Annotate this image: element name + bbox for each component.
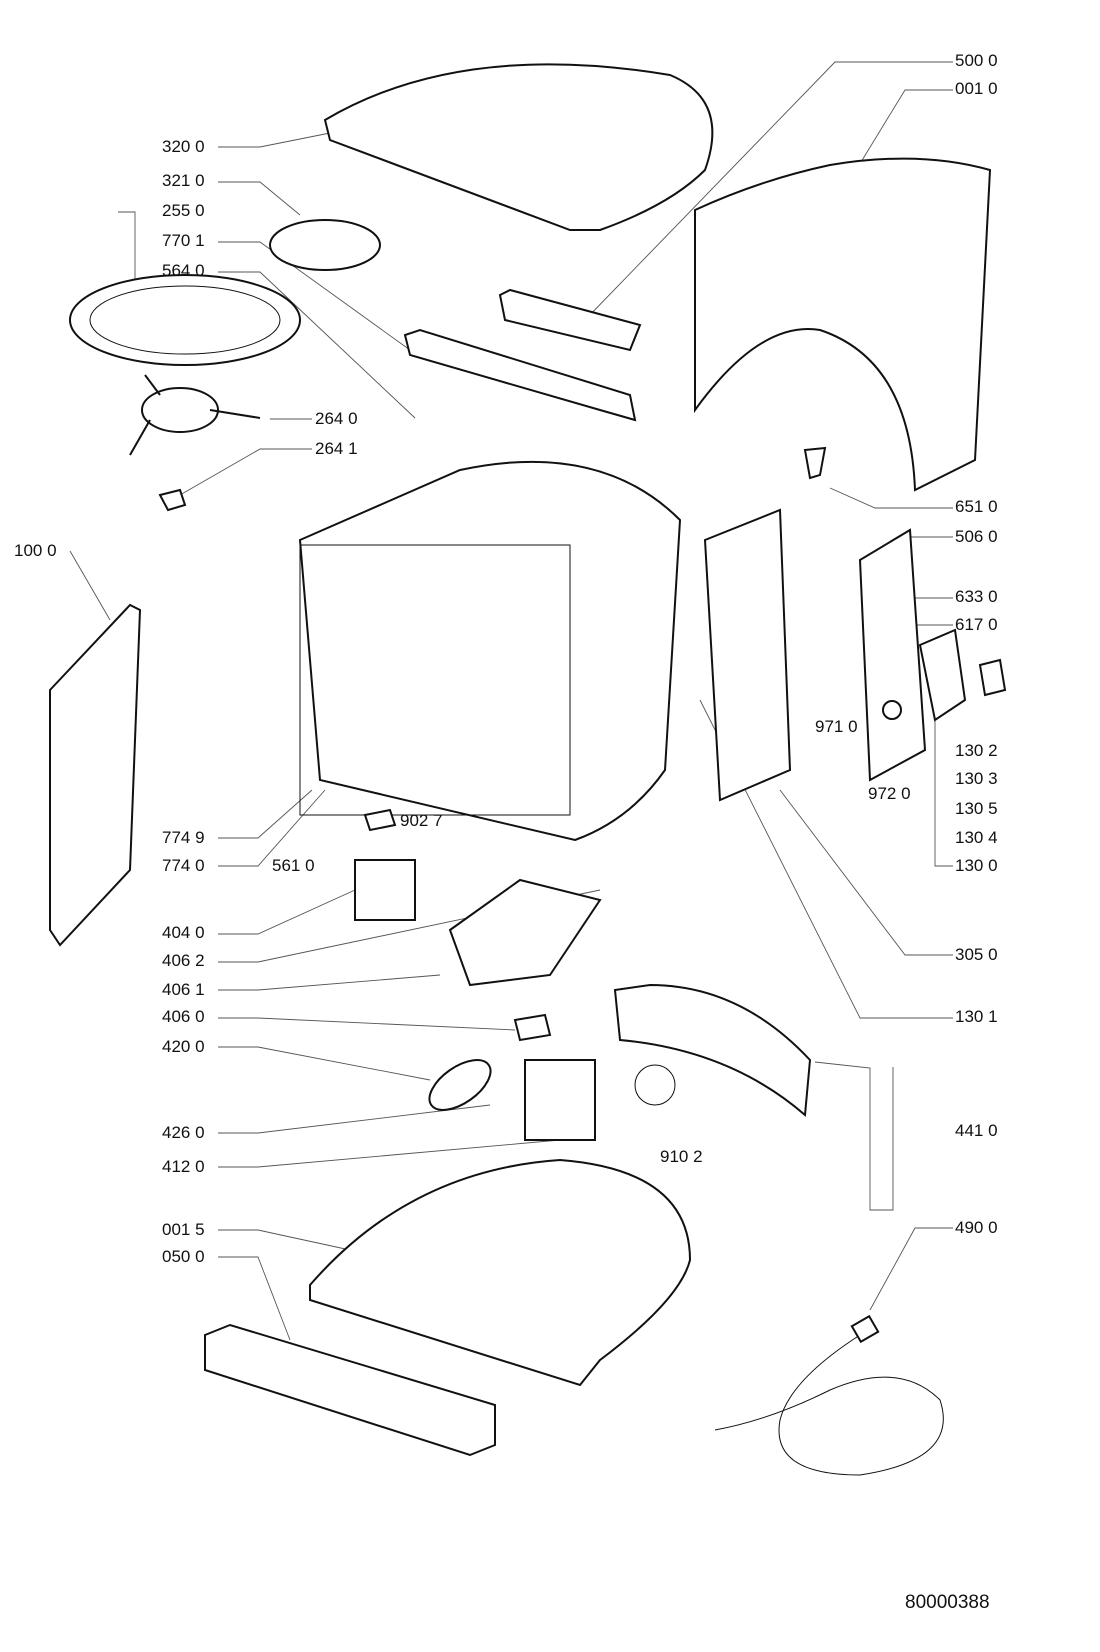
power-cord bbox=[714, 1334, 944, 1476]
part-label-426-0: 426 0 bbox=[162, 1123, 205, 1142]
leader-5640 bbox=[218, 271, 416, 419]
leader-4120 bbox=[218, 1139, 561, 1168]
leader-6510 bbox=[829, 487, 953, 509]
waveguide-bracket bbox=[403, 328, 637, 422]
fan-blade bbox=[634, 1064, 676, 1106]
leader-4200 bbox=[218, 1046, 431, 1081]
leader-0500 bbox=[218, 1256, 291, 1341]
leader-3210 bbox=[218, 181, 301, 216]
motor-bracket bbox=[448, 878, 602, 987]
leader-7740 bbox=[218, 789, 326, 867]
turntable-glass bbox=[69, 274, 301, 366]
leader-3050 bbox=[779, 789, 953, 956]
part-label-406-2: 406 2 bbox=[162, 951, 205, 970]
part-label-255-0: 255 0 bbox=[162, 201, 205, 220]
power-plug bbox=[850, 1314, 880, 1344]
part-label-264-1: 264 1 bbox=[315, 439, 358, 458]
part-label-305-0: 305 0 bbox=[955, 945, 998, 964]
bracket-plate bbox=[363, 808, 397, 832]
control-panel-plate bbox=[269, 219, 381, 271]
latch-lever bbox=[978, 658, 1007, 697]
part-label-050-0: 050 0 bbox=[162, 1247, 205, 1266]
part-label-406-1: 406 1 bbox=[162, 980, 205, 999]
part-label-412-0: 412 0 bbox=[162, 1157, 205, 1176]
part-label-001-5: 001 5 bbox=[162, 1220, 205, 1239]
part-label-130-3: 130 3 bbox=[955, 769, 998, 788]
turntable-inner-ring bbox=[89, 285, 281, 355]
capacitor bbox=[428, 1059, 492, 1111]
leader-7749 bbox=[218, 789, 313, 839]
pcb-right bbox=[858, 528, 927, 782]
part-label-321-0: 321 0 bbox=[162, 171, 205, 190]
turntable-motor bbox=[513, 1013, 552, 1042]
part-label-441-0: 441 0 bbox=[955, 1121, 998, 1140]
outer-casing bbox=[694, 157, 992, 492]
part-label-404-0: 404 0 bbox=[162, 923, 205, 942]
leader-4060 bbox=[218, 1017, 516, 1031]
leader-4040 bbox=[218, 889, 356, 935]
part-label-100-0: 100 0 bbox=[14, 541, 57, 560]
roller-arm-2 bbox=[209, 409, 261, 419]
front-trim bbox=[204, 1323, 496, 1457]
part-label-130-2: 130 2 bbox=[955, 741, 998, 760]
leader-1301 bbox=[699, 699, 953, 1019]
part-label-774-0: 774 0 bbox=[162, 856, 205, 875]
document-number: 80000388 bbox=[905, 1592, 990, 1613]
base-plate bbox=[309, 1158, 692, 1387]
part-label-774-9: 774 9 bbox=[162, 828, 205, 847]
leader-5000 bbox=[584, 61, 953, 321]
leader-0010 bbox=[849, 89, 953, 181]
lamp bbox=[803, 446, 827, 480]
roller-support bbox=[141, 387, 219, 433]
part-label-500-0: 500 0 bbox=[955, 51, 998, 70]
leader-4410 bbox=[814, 1061, 894, 1211]
gear bbox=[882, 700, 902, 720]
part-label-506-0: 506 0 bbox=[955, 527, 998, 546]
top-cover bbox=[323, 63, 714, 231]
part-label-130-0: 130 0 bbox=[955, 856, 998, 875]
leader-1000 bbox=[69, 550, 111, 621]
leader-4900 bbox=[869, 1227, 953, 1311]
roller-arm-3 bbox=[144, 374, 161, 396]
transformer bbox=[524, 1059, 596, 1141]
oven-cavity bbox=[298, 460, 682, 842]
leader-2550 bbox=[118, 211, 136, 295]
interlock-assembly bbox=[918, 628, 967, 722]
part-label-971-0: 971 0 bbox=[815, 717, 858, 736]
door bbox=[49, 603, 142, 947]
leader-2641 bbox=[179, 448, 312, 496]
part-label-633-0: 633 0 bbox=[955, 587, 998, 606]
part-label-972-0: 972 0 bbox=[868, 784, 911, 803]
coupler bbox=[158, 488, 187, 512]
part-label-320-0: 320 0 bbox=[162, 137, 205, 156]
part-label-130-5: 130 5 bbox=[955, 799, 998, 818]
part-label-770-1: 770 1 bbox=[162, 231, 205, 250]
part-label-902-7: 902 7 bbox=[400, 811, 443, 830]
part-label-130-4: 130 4 bbox=[955, 828, 998, 847]
leader-4260 bbox=[218, 1104, 491, 1134]
control-frame bbox=[703, 508, 792, 802]
part-label-651-0: 651 0 bbox=[955, 497, 998, 516]
roller-arm-1 bbox=[129, 419, 151, 456]
part-label-406-0: 406 0 bbox=[162, 1007, 205, 1026]
part-label-490-0: 490 0 bbox=[955, 1218, 998, 1237]
part-label-264-0: 264 0 bbox=[315, 409, 358, 428]
leader-3200 bbox=[218, 132, 331, 148]
fan-assembly bbox=[613, 983, 812, 1118]
control-panel-pcb bbox=[498, 288, 642, 352]
part-label-130-1: 130 1 bbox=[955, 1007, 998, 1026]
leader-7701 bbox=[218, 241, 411, 351]
part-label-001-0: 001 0 bbox=[955, 79, 998, 98]
part-label-910-2: 910 2 bbox=[660, 1147, 703, 1166]
part-label-420-0: 420 0 bbox=[162, 1037, 205, 1056]
cavity-front-frame bbox=[299, 544, 571, 816]
part-label-617-0: 617 0 bbox=[955, 615, 998, 634]
leader-1300 bbox=[934, 715, 953, 867]
magnetron bbox=[354, 859, 416, 921]
part-label-564-0: 564 0 bbox=[162, 261, 205, 280]
leader-4061 bbox=[218, 974, 441, 991]
part-label-561-0: 561 0 bbox=[272, 856, 315, 875]
leader-0015 bbox=[218, 1229, 351, 1251]
